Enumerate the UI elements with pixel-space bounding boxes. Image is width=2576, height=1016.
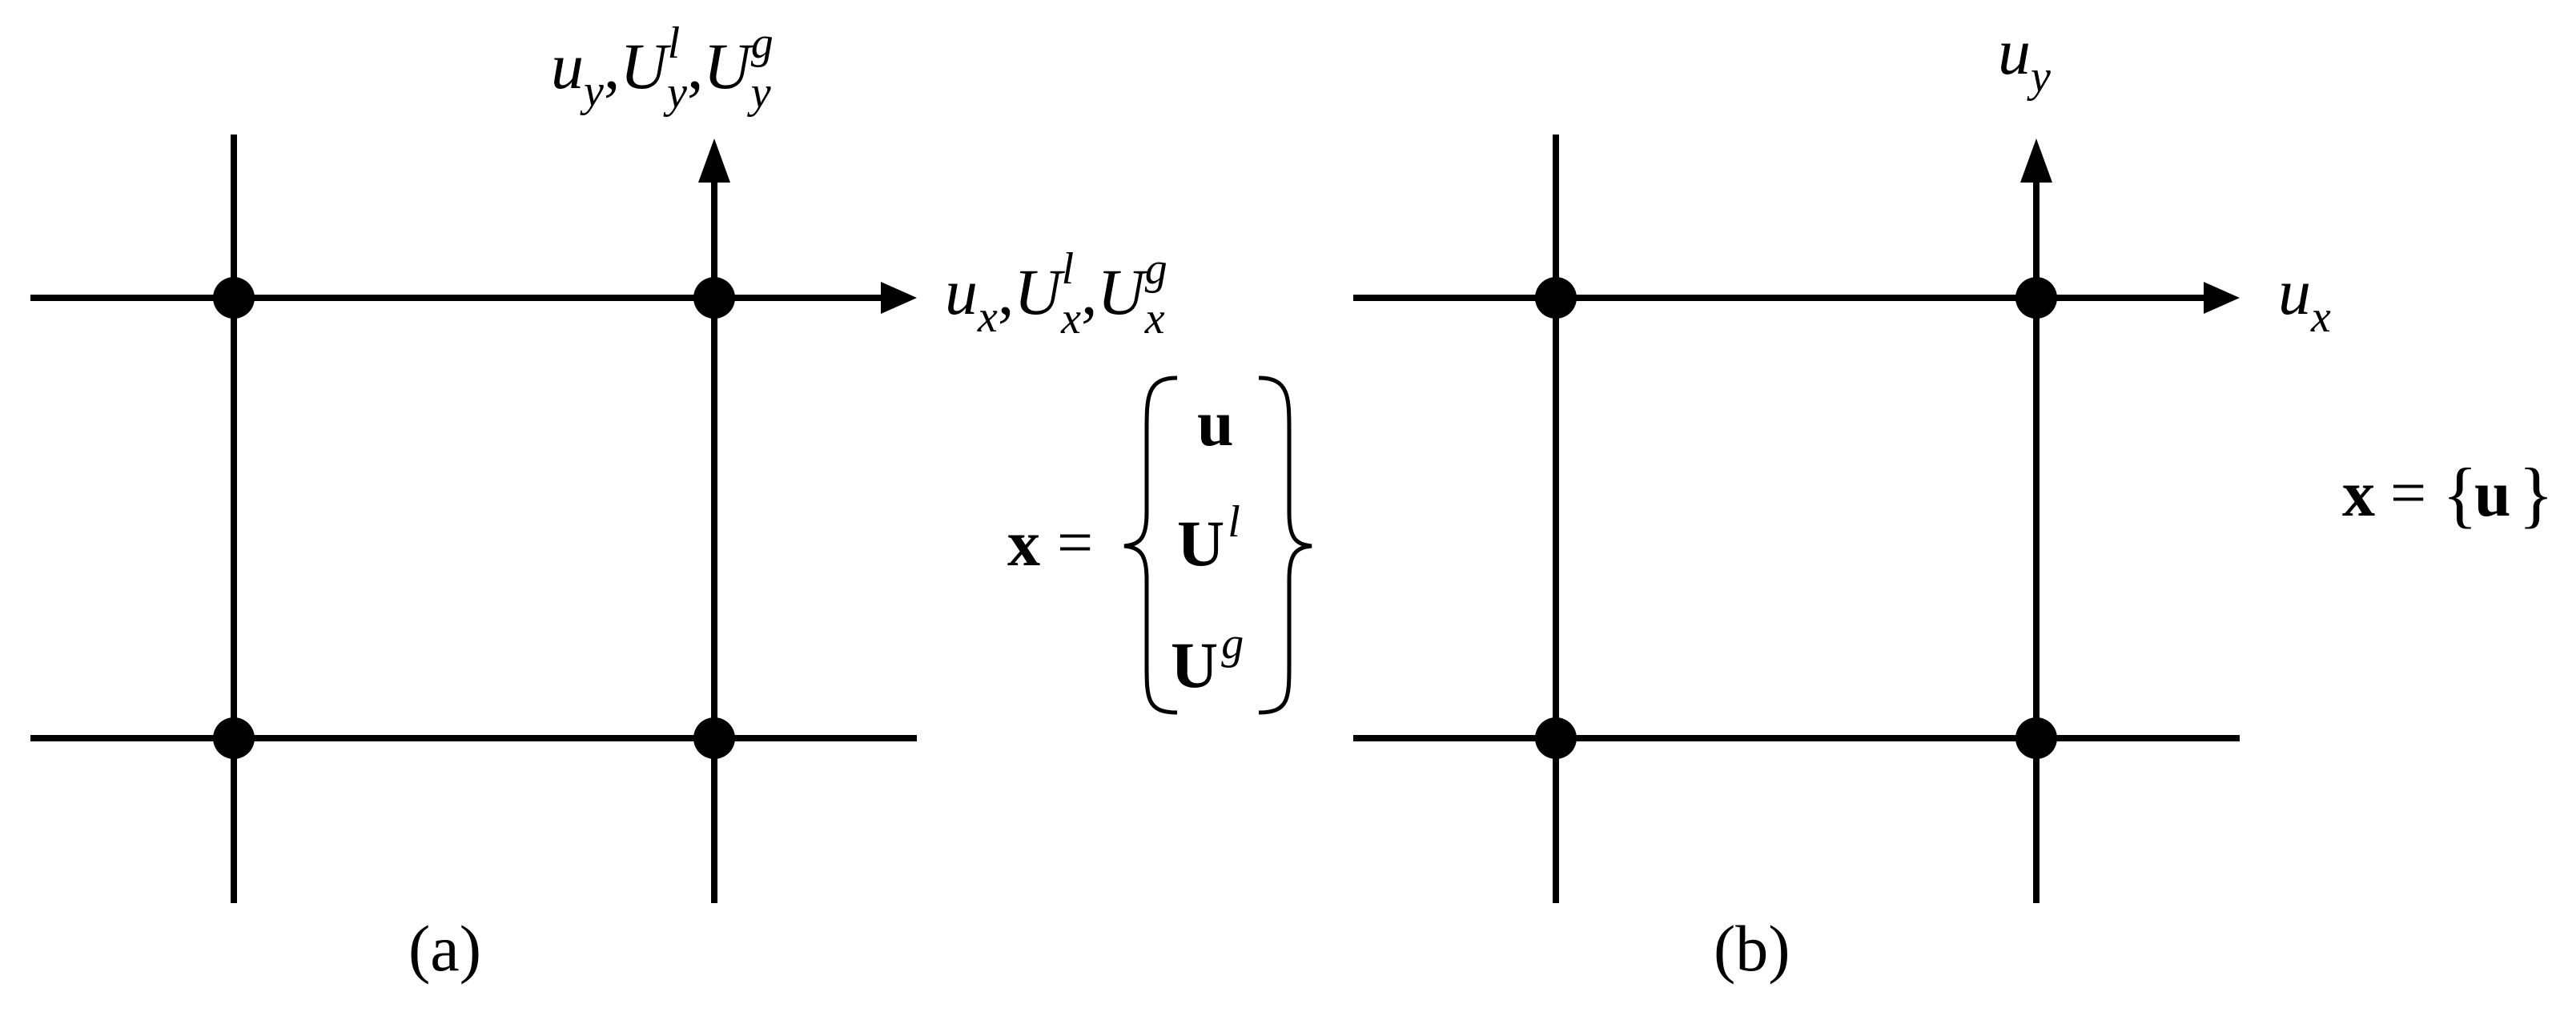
node (2015, 717, 2057, 759)
equation-equals: = (1057, 508, 1093, 578)
equation-open-brace: { (2442, 453, 2478, 535)
node (213, 717, 255, 759)
vector-row-Ul: Ul (1177, 497, 1240, 580)
node (1535, 717, 1577, 759)
equation-lhs: x (1007, 507, 1040, 580)
node (213, 277, 255, 319)
x-axis-arrowhead (2204, 282, 2240, 314)
equation-a: x = u Ul Ug (1007, 375, 1312, 715)
x-axis-arrowhead (881, 282, 917, 314)
equation-b: x = { u } (2342, 453, 2554, 535)
vector-row-Ug: Ug (1171, 619, 1244, 701)
equation-body: u (2474, 457, 2511, 530)
y-axis-label: uy (1998, 15, 2051, 102)
caption-b: (b) (1714, 912, 1790, 985)
node (693, 277, 735, 319)
right-brace (1258, 375, 1312, 715)
equation-equals: = (2390, 458, 2426, 528)
node (693, 717, 735, 759)
left-brace (1123, 375, 1178, 715)
vector-row-u: u (1197, 387, 1234, 460)
node (2015, 277, 2057, 319)
panel-b: uy ux x = { u } (b) (1353, 15, 2554, 985)
equation-lhs: x (2342, 457, 2375, 530)
x-axis-label: ux (2278, 255, 2331, 342)
equation-close-brace: } (2518, 453, 2554, 535)
node (1535, 277, 1577, 319)
y-axis-arrowhead (2020, 139, 2052, 183)
y-axis-arrowhead (698, 139, 730, 183)
caption-a: (a) (408, 912, 481, 985)
